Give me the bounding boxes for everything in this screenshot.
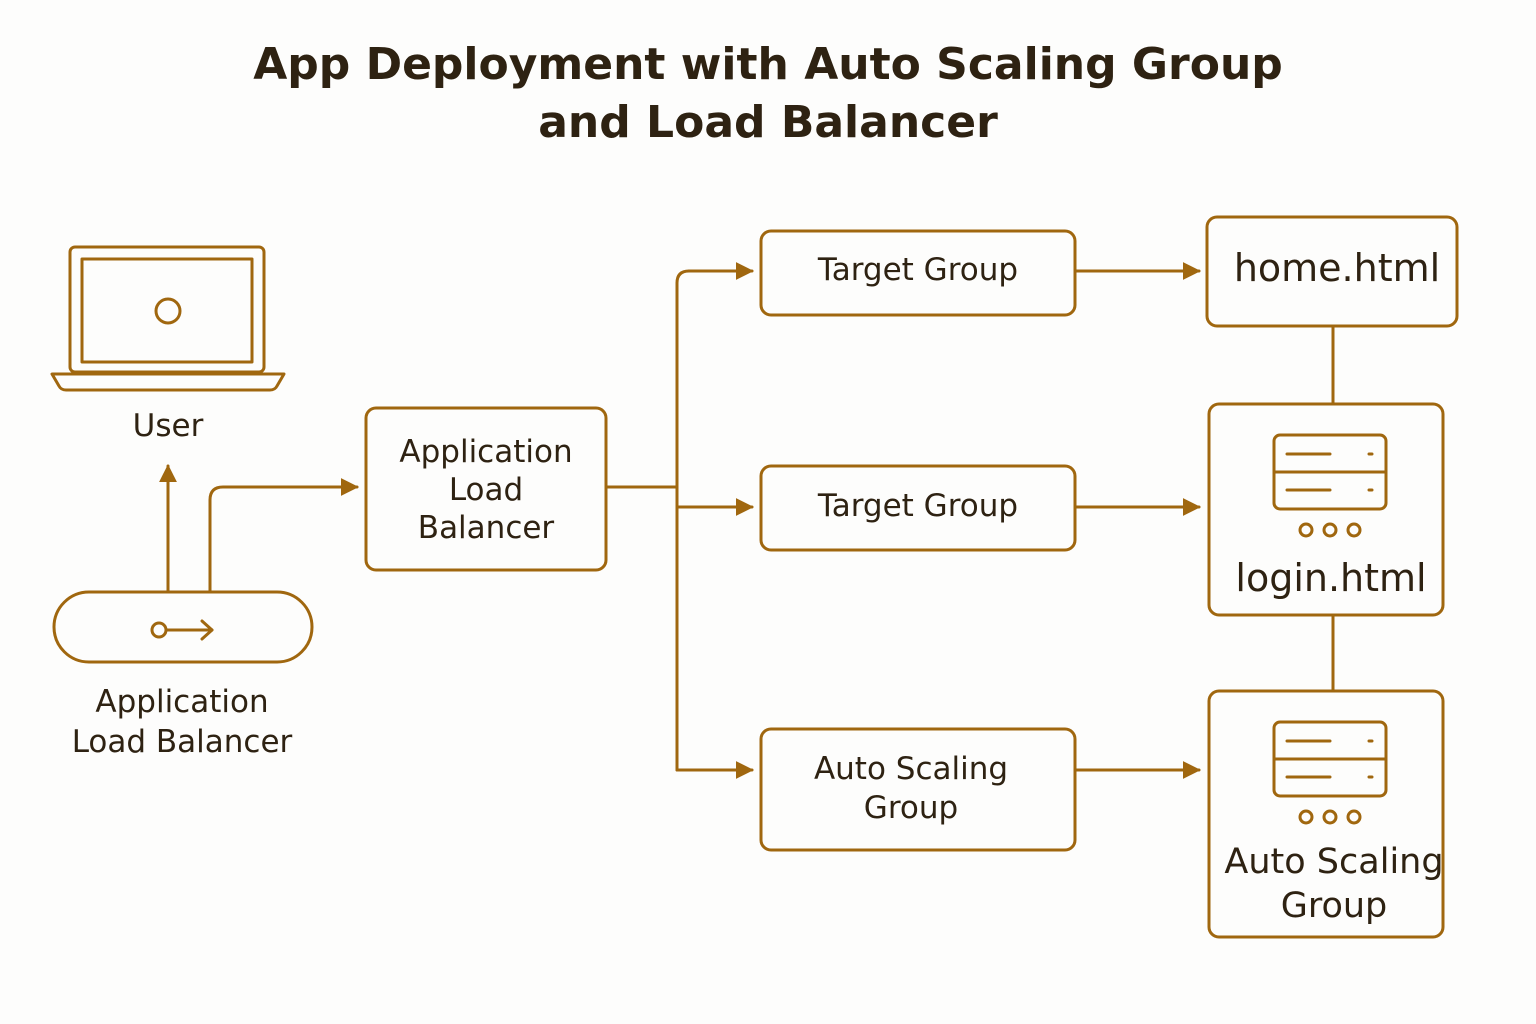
title-line-2: and Load Balancer — [538, 97, 998, 148]
target-group-2-label: Target Group — [817, 488, 1019, 524]
login-frame — [1207, 402, 1445, 617]
server-icon — [1272, 720, 1388, 825]
asg-server-label: Auto Scaling Group — [1224, 842, 1444, 926]
laptop-icon — [50, 245, 286, 392]
target-group-1-frame — [759, 229, 1077, 317]
server-icon — [1272, 433, 1388, 538]
login-label: login.html — [1235, 556, 1427, 600]
user-label: User — [132, 408, 204, 444]
asg-box-label: Auto Scaling Group — [813, 751, 1009, 826]
alb-box-frame — [364, 406, 608, 572]
load-balancer-icon — [52, 590, 314, 664]
connector-branch-vertical — [675, 269, 691, 772]
alb-box-label: Application Load Balancer — [399, 434, 573, 546]
arrow-alb-to-alb-box — [208, 478, 359, 594]
alb-device-label: Application Load Balancer — [71, 684, 293, 760]
asg-server-frame — [1207, 689, 1445, 939]
target-group-1-label: Target Group — [817, 252, 1019, 288]
home-label: home.html — [1233, 246, 1441, 290]
title-line-1: App Deployment with Auto Scaling Group — [253, 39, 1283, 90]
diagram-title: App Deployment with Auto Scaling Group a… — [0, 36, 1536, 152]
asg-box-frame — [759, 727, 1077, 852]
